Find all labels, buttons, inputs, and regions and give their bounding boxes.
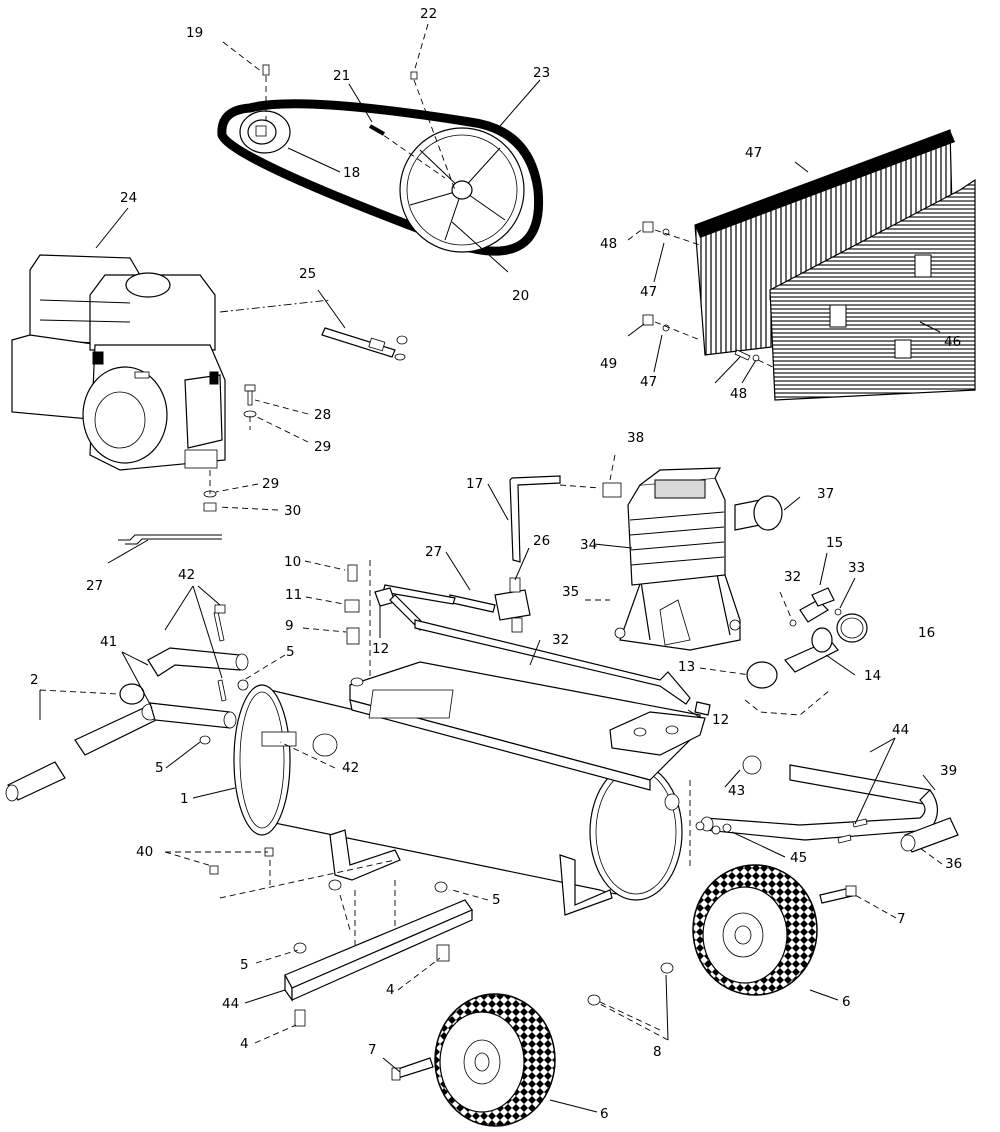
handle-grip-2 xyxy=(5,761,66,802)
callout-9: 9 xyxy=(285,618,294,634)
callout-39: 40 xyxy=(136,844,153,860)
callout-33: 34 xyxy=(580,537,597,553)
callout-5d: 5 xyxy=(240,957,249,973)
callout-45: 46 xyxy=(944,334,961,350)
belt-23 xyxy=(217,99,544,256)
callout-29b: 29 xyxy=(262,476,279,492)
callout-17: 17 xyxy=(466,476,483,492)
hardware-misc xyxy=(199,604,868,931)
callout-1: 1 xyxy=(180,791,189,807)
callout-19: 19 xyxy=(186,25,203,41)
callout-11: 11 xyxy=(285,587,302,603)
callout-46: 47 xyxy=(745,145,762,161)
discharge-tube-17 xyxy=(509,475,561,563)
callout-48a: 48 xyxy=(600,236,617,252)
tank-fittings xyxy=(344,564,711,716)
manifold-assembly xyxy=(744,587,868,716)
callout-20: 20 xyxy=(512,288,529,304)
callout-44b: 45 xyxy=(790,850,807,866)
callout-8: 8 xyxy=(653,1044,662,1060)
callout-25: 25 xyxy=(299,266,316,282)
leader-lines xyxy=(39,23,943,1113)
callout-32b: 33 xyxy=(848,560,865,576)
callout-6b: 6 xyxy=(600,1106,609,1122)
callout-48b: 49 xyxy=(600,356,617,372)
unloader-tube-27 xyxy=(118,534,456,605)
pump-assembly-33 xyxy=(614,467,741,651)
flywheel-20 xyxy=(399,127,525,253)
callout-44a: 44 xyxy=(892,722,909,738)
handle-left-40 xyxy=(74,647,249,756)
callout-42a: 42 xyxy=(342,760,359,776)
nuts-8 xyxy=(587,962,674,1031)
callout-6a: 6 xyxy=(842,994,851,1010)
setscrew-19 xyxy=(262,64,270,76)
belt-guard-45-46 xyxy=(694,129,976,401)
callout-12a: 12 xyxy=(372,641,389,657)
callout-29a: 29 xyxy=(314,439,331,455)
callout-31: 32 xyxy=(552,632,569,648)
callout-27a: 27 xyxy=(425,544,442,560)
engine-mount-hardware xyxy=(203,384,257,512)
callout-labels: 19 22 21 23 18 20 24 25 28 29 29 30 47 4… xyxy=(30,6,962,1122)
callout-30: 30 xyxy=(284,503,301,519)
axle-bolts-7 xyxy=(391,885,857,1081)
callout-27b: 27 xyxy=(86,578,103,594)
callout-13: 13 xyxy=(678,659,695,675)
tank-platform xyxy=(349,661,706,791)
axis-21 xyxy=(375,129,446,179)
setscrew-22 xyxy=(410,71,418,80)
wheel-6-front xyxy=(434,993,556,1127)
handle-grip-35 xyxy=(900,817,959,853)
belt-drive-assembly xyxy=(217,64,544,256)
callout-24: 24 xyxy=(120,190,137,206)
callout-14: 14 xyxy=(864,668,881,684)
callout-16: 16 xyxy=(918,625,935,641)
callout-47a: 47 xyxy=(640,284,657,300)
gas-engine-24 xyxy=(11,254,226,471)
callout-28: 28 xyxy=(314,407,331,423)
callout-10: 10 xyxy=(284,554,301,570)
callout-36: 37 xyxy=(817,486,834,502)
callout-18: 18 xyxy=(343,165,360,181)
callout-7b: 7 xyxy=(368,1042,377,1058)
callout-2: 2 xyxy=(30,672,39,688)
callout-35: 36 xyxy=(945,856,962,872)
air-tank-1 xyxy=(233,684,683,901)
tank-feet xyxy=(329,829,613,916)
callout-4b: 4 xyxy=(240,1036,249,1052)
callout-22: 22 xyxy=(420,6,437,22)
engine-key-25 xyxy=(219,299,408,361)
callout-43: 44 xyxy=(222,996,239,1012)
pump-fitting-37 xyxy=(559,482,622,498)
callout-34: 35 xyxy=(562,584,579,600)
callout-15: 15 xyxy=(826,535,843,551)
callout-12b: 12 xyxy=(712,712,729,728)
wheel-6-rear xyxy=(692,864,818,996)
callout-5a: 5 xyxy=(286,644,295,660)
handle-right-38 xyxy=(700,755,939,841)
callout-47c: 48 xyxy=(730,386,747,402)
check-valve-26 xyxy=(369,560,531,690)
callout-40: 41 xyxy=(100,634,117,650)
callout-21: 21 xyxy=(333,68,350,84)
callout-5b: 5 xyxy=(155,760,164,776)
callout-47b: 47 xyxy=(640,374,657,390)
guard-hardware xyxy=(642,221,776,369)
key-21 xyxy=(369,124,385,136)
callout-37: 38 xyxy=(627,430,644,446)
callout-4a: 4 xyxy=(386,982,395,998)
wheel-bracket-43 xyxy=(284,880,473,1027)
intake-filter-36 xyxy=(734,495,783,531)
callout-26: 26 xyxy=(533,533,550,549)
callout-38: 39 xyxy=(940,763,957,779)
callout-41: 42 xyxy=(178,567,195,583)
callout-32a: 32 xyxy=(784,569,801,585)
motor-pulley-18 xyxy=(239,110,291,154)
callout-5c: 5 xyxy=(492,892,501,908)
callout-23: 23 xyxy=(533,65,550,81)
callout-7a: 7 xyxy=(897,911,906,927)
callout-42b: 43 xyxy=(728,783,745,799)
